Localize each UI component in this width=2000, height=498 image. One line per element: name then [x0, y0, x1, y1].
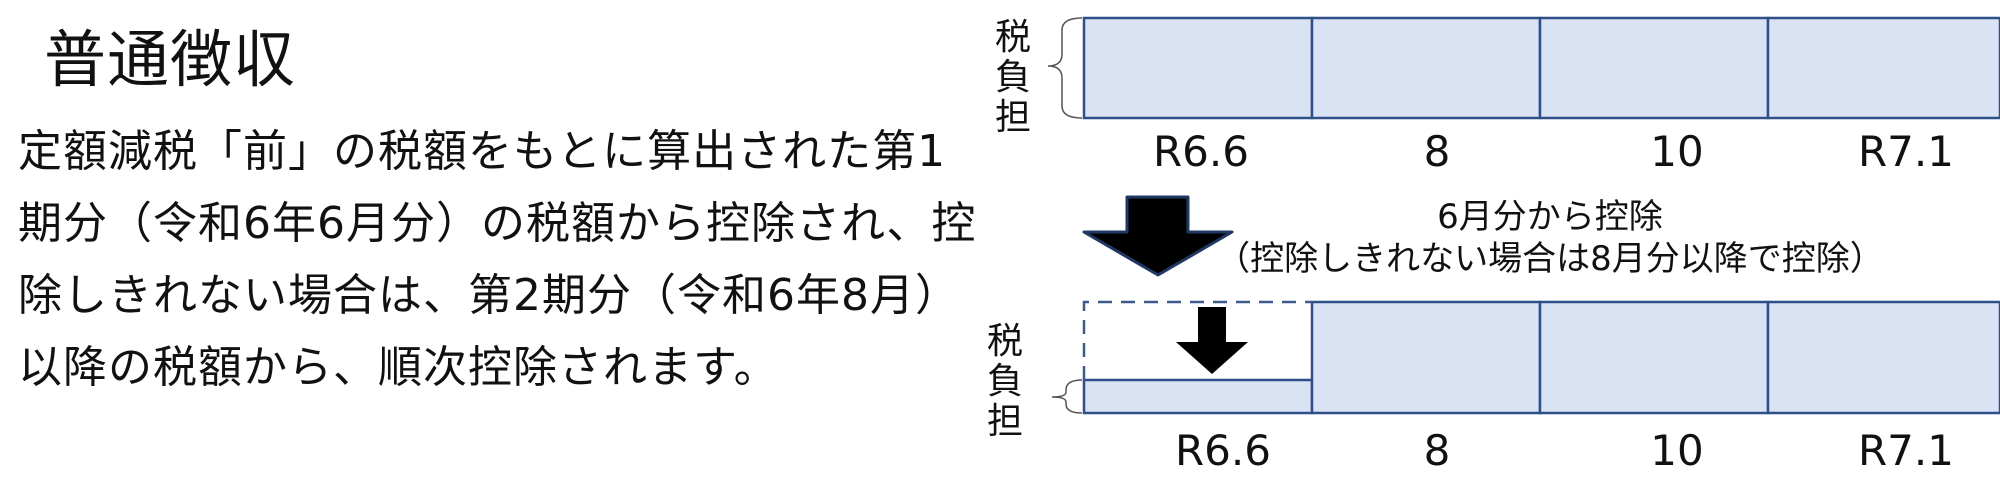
- period-label: 8: [1423, 127, 1451, 176]
- axis-bracket: [1051, 379, 1083, 414]
- period-label: R7.1: [1858, 127, 1954, 176]
- period-box-r6-6: [1082, 16, 1314, 120]
- axis-label-char: 税: [986, 321, 1023, 362]
- axis-bracket: [1047, 17, 1083, 119]
- period-box-8: [1310, 16, 1542, 120]
- period-label: R6.6: [1153, 127, 1249, 176]
- page-title: 普通徴収: [44, 23, 297, 96]
- description-line: 以降の税額から、順次控除されます。: [18, 342, 779, 393]
- axis-label-char: 負: [994, 57, 1031, 98]
- period-label: 10: [1650, 127, 1704, 176]
- period-box-10: [1538, 300, 1770, 415]
- deduction-note-sub: （控除しきれない場合は8月分以降で控除）: [1216, 239, 1884, 279]
- period-box-r7-1: [1766, 300, 2000, 415]
- axis-label-char: 負: [986, 361, 1023, 402]
- period-label: R6.6: [1175, 426, 1271, 475]
- period-box-8: [1310, 300, 1542, 415]
- period-label: R7.1: [1858, 426, 1954, 475]
- axis-label-char: 担: [994, 97, 1031, 138]
- description-text: 定額減税「前」の税額をもとに算出された第1 期分（令和6年6月分）の税額から控除…: [18, 116, 976, 404]
- axis-label-top: 税 負 担: [988, 18, 1038, 138]
- axis-label-char: 担: [986, 401, 1023, 442]
- down-arrow-small: [1176, 307, 1248, 374]
- description-line: 定額減税「前」の税額をもとに算出された第1: [18, 126, 947, 177]
- down-arrow-large: [1082, 195, 1234, 277]
- after-deduction-bar: [1051, 300, 2000, 415]
- description-line: 期分（令和6年6月分）の税額から控除され、控: [18, 198, 977, 249]
- deduction-note-main: 6月分から控除: [1437, 197, 1663, 237]
- period-label: 10: [1650, 426, 1704, 475]
- axis-label-char: 税: [994, 17, 1031, 58]
- axis-label-bottom: 税 負 担: [980, 322, 1030, 442]
- period-box-10: [1538, 16, 1770, 120]
- period-box-r6-6-remaining: [1082, 378, 1314, 415]
- period-box-r7-1: [1766, 16, 2000, 120]
- period-label: 8: [1423, 426, 1451, 475]
- deducted-portion-outline: [1082, 300, 1312, 380]
- before-deduction-bar: [1047, 16, 2000, 120]
- description-line: 除しきれない場合は、第2期分（令和6年8月）: [18, 270, 960, 321]
